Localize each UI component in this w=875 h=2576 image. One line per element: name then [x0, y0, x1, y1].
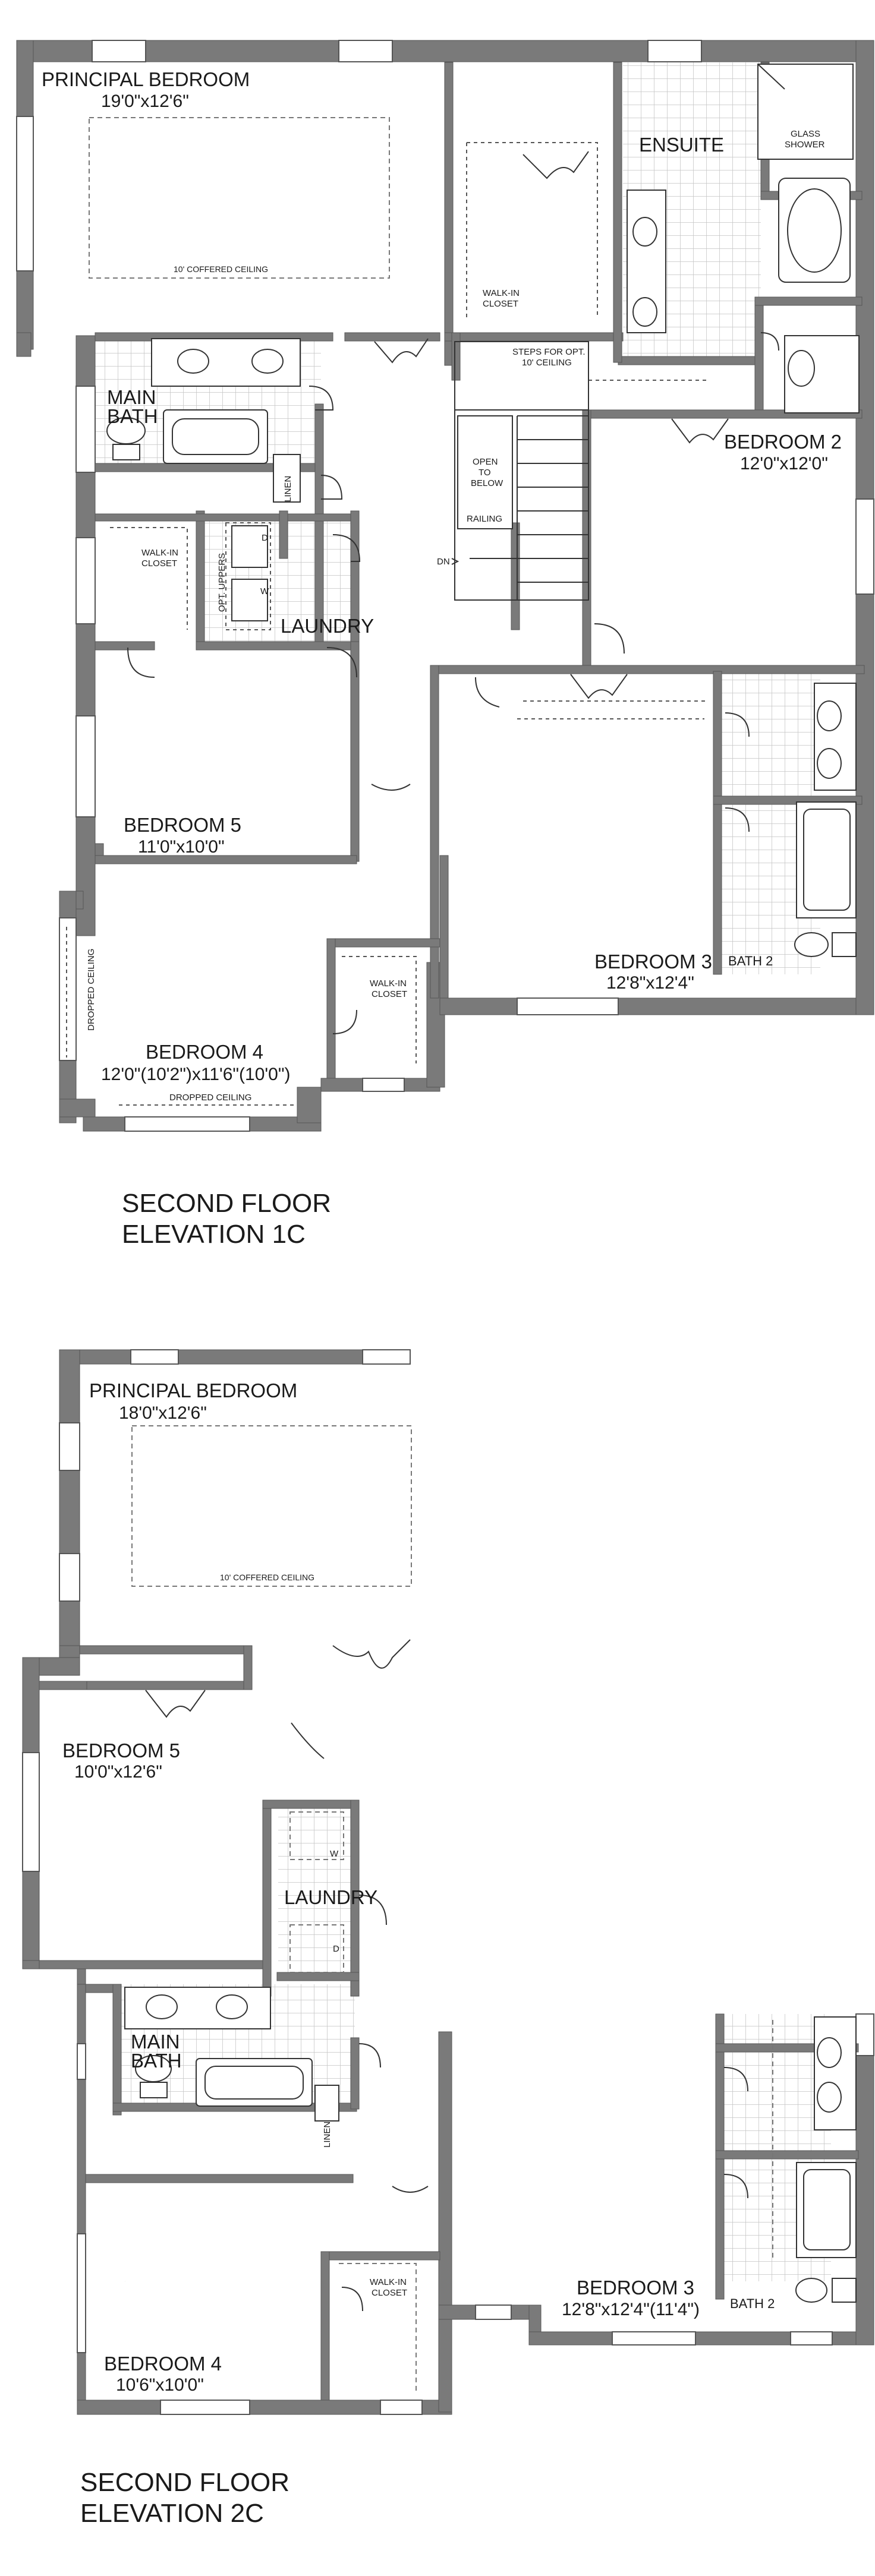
windows-2c — [22, 1349, 874, 2415]
opt-uppers-label: OPT. UPPERS — [217, 553, 227, 612]
plan-2c: PRINCIPAL BEDROOM 18'0"x12'6" 10' COFFER… — [22, 1349, 874, 2528]
washer-2c-label: W — [330, 1849, 339, 1859]
bedroom-4-2c-dim: 10'6"x10'0" — [116, 2375, 204, 2395]
plan-1c: PRINCIPAL BEDROOM 19'0"x12'6" 10' COFFER… — [16, 40, 874, 1249]
plan-1c-title-line-1: SECOND FLOOR — [122, 1189, 331, 1218]
walkin-closet-b4-label-2: CLOSET — [372, 989, 407, 999]
walkin-closet-b5-label-1: WALK-IN — [141, 548, 178, 558]
stairs-dn-label: DN — [437, 557, 450, 567]
linen-label: LINEN — [283, 476, 293, 502]
bedroom-5-name: BEDROOM 5 — [124, 814, 241, 836]
bedroom-3-dim: 12'8"x12'4" — [606, 973, 694, 993]
glass-shower-label-1: GLASS — [791, 129, 820, 139]
plan-1c-title-line-2: ELEVATION 1C — [122, 1220, 306, 1249]
walkin-closet-b4-label-1: WALK-IN — [370, 978, 407, 989]
bedroom-3-2c-dim: 12'8"x12'4"(11'4") — [562, 2300, 700, 2319]
stairs-1c — [451, 341, 589, 601]
bedroom-4-2c-name: BEDROOM 4 — [104, 2353, 222, 2375]
dryer-2c-label: D — [333, 1944, 339, 1954]
walkin-closet-b5-label-2: CLOSET — [141, 558, 177, 569]
linen-2c-label: LINEN — [322, 2122, 332, 2148]
main-bath-label-2: BATH — [107, 405, 158, 427]
dropped-ceiling-bottom-label: DROPPED CEILING — [169, 1093, 251, 1103]
washer-label: W — [260, 586, 269, 596]
dryer-label: D — [262, 533, 268, 543]
fixtures-1c — [106, 64, 860, 957]
dashed-outlines-2c — [131, 1425, 773, 2391]
bath-2-label: BATH 2 — [728, 954, 773, 968]
bedroom-5-2c-dim: 10'0"x12'6" — [74, 1762, 162, 1782]
open-below-label-1: OPEN — [473, 457, 498, 467]
principal-bedroom-name: PRINCIPAL BEDROOM — [42, 68, 250, 90]
main-bath-2c-label-1: MAIN — [131, 2031, 180, 2053]
plan-2c-title-line-1: SECOND FLOOR — [80, 2468, 289, 2497]
open-below-label-3: BELOW — [471, 478, 503, 488]
railing-label: RAILING — [467, 514, 502, 524]
door-swings-1c — [127, 151, 779, 1034]
door-swings-2c — [145, 1639, 748, 2312]
walkin-closet-2c-label-2: CLOSET — [372, 2288, 407, 2298]
walkin-closet-2c-label-1: WALK-IN — [370, 2277, 407, 2287]
dropped-ceiling-side-label: DROPPED CEILING — [86, 949, 96, 1031]
interior-walls-2c — [39, 1645, 859, 2401]
plan-2c-title-line-2: ELEVATION 2C — [80, 2499, 264, 2528]
principal-bedroom-2c-dim: 18'0"x12'6" — [119, 1403, 207, 1423]
windows-1c — [16, 40, 874, 1132]
coffered-ceiling-outline-1c — [89, 117, 390, 279]
ensuite-label: ENSUITE — [639, 134, 724, 156]
glass-shower-label-2: SHOWER — [785, 140, 825, 150]
bedroom-4-name: BEDROOM 4 — [146, 1041, 263, 1063]
bath-2-2c-label: BATH 2 — [730, 2296, 775, 2311]
coffered-ceiling-2c-label: 10' COFFERED CEILING — [220, 1573, 314, 1582]
bedroom-3-name: BEDROOM 3 — [594, 951, 712, 973]
bedroom-2-dim: 12'0"x12'0" — [740, 454, 828, 473]
bedroom-4-dim: 12'0"(10'2")x11'6"(10'0") — [101, 1065, 290, 1084]
bedroom-5-2c-name: BEDROOM 5 — [62, 1740, 180, 1761]
fixtures-2c — [124, 1987, 857, 2303]
walkin-closet-label-2: CLOSET — [483, 299, 518, 309]
principal-bedroom-2c-name: PRINCIPAL BEDROOM — [89, 1379, 297, 1401]
labels-1c: PRINCIPAL BEDROOM 19'0"x12'6" 10' COFFER… — [42, 68, 842, 1103]
walkin-closet-label-1: WALK-IN — [483, 288, 520, 298]
coffered-ceiling-label: 10' COFFERED CEILING — [174, 264, 268, 274]
bedroom-2-name: BEDROOM 2 — [724, 431, 842, 453]
main-bath-2c-label-2: BATH — [131, 2050, 182, 2072]
closet-shelves-1c — [66, 142, 707, 1106]
main-bath-label-1: MAIN — [107, 386, 156, 408]
open-below-label-2: TO — [479, 468, 491, 478]
laundry-label: LAUNDRY — [281, 615, 374, 637]
bedroom-3-2c-name: BEDROOM 3 — [577, 2277, 694, 2299]
laundry-2c-label: LAUNDRY — [284, 1886, 377, 1908]
steps-label-1: STEPS FOR OPT. — [512, 347, 586, 357]
bedroom-5-dim: 11'0"x10'0" — [138, 837, 225, 857]
labels-2c: PRINCIPAL BEDROOM 18'0"x12'6" 10' COFFER… — [62, 1379, 775, 2395]
principal-bedroom-dim: 19'0"x12'6" — [101, 91, 189, 111]
steps-label-2: 10' CEILING — [522, 358, 572, 368]
